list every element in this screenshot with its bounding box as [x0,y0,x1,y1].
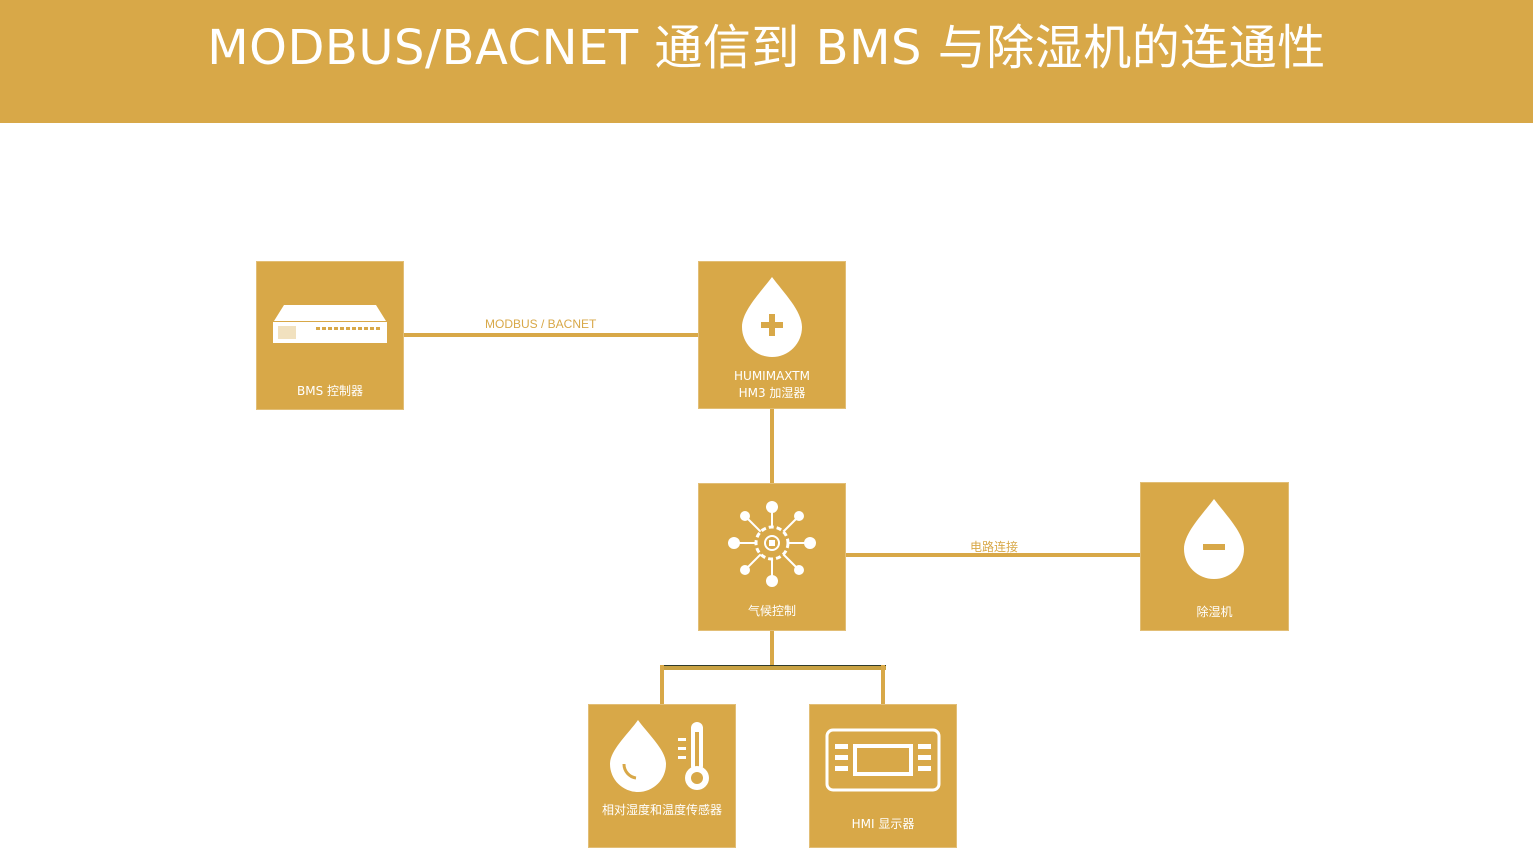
humidifier-node: HUMIMAXTM HM3 加湿器 [698,261,846,409]
connector-branch-hmi [881,665,885,705]
connector-branch-sensor [660,665,664,705]
hmi-display-label: HMI 显示器 [851,817,915,831]
connector-branch-horizontal [660,665,886,670]
climate-control-node: 气候控制 [698,483,846,631]
hmi-display-icon [825,728,941,792]
sensor-node: 相对湿度和温度传感器 [588,704,736,848]
bms-controller-label: BMS 控制器 [296,384,364,398]
humidifier-label: HUMIMAXTM HM3 加湿器 [698,368,846,402]
connector-bms-humidifier [403,333,699,337]
climate-control-label: 气候控制 [747,604,796,618]
dehumidifier-label: 除湿机 [1196,605,1233,619]
link-label-modbus: MODBUS / BACNET [485,317,597,331]
humidifier-label-line2: HM3 加湿器 [738,386,806,400]
dehumidifier-node: 除湿机 [1140,482,1289,631]
sensor-label: 相对湿度和温度传感器 [601,803,722,817]
humidifier-label-line1: HUMIMAXTM [734,369,810,383]
page-title: MODBUS/BACNET 通信到 BMS 与除湿机的连通性 [207,20,1326,76]
network-gear-icon [728,501,816,587]
hmi-display-node: HMI 显示器 [809,704,957,848]
bms-controller-node: BMS 控制器 [256,261,404,410]
connector-humidifier-climate [770,409,774,484]
server-rack-icon [273,305,387,343]
water-drop-plus-icon [742,277,802,357]
humidity-thermometer-icon [610,720,709,792]
title-banner: MODBUS/BACNET 通信到 BMS 与除湿机的连通性 [0,0,1533,123]
link-label-circuit: 电路连接 [970,540,1019,554]
connector-climate-dehumidifier [846,553,1141,557]
water-drop-minus-icon [1184,499,1244,579]
connector-climate-down [770,630,774,666]
